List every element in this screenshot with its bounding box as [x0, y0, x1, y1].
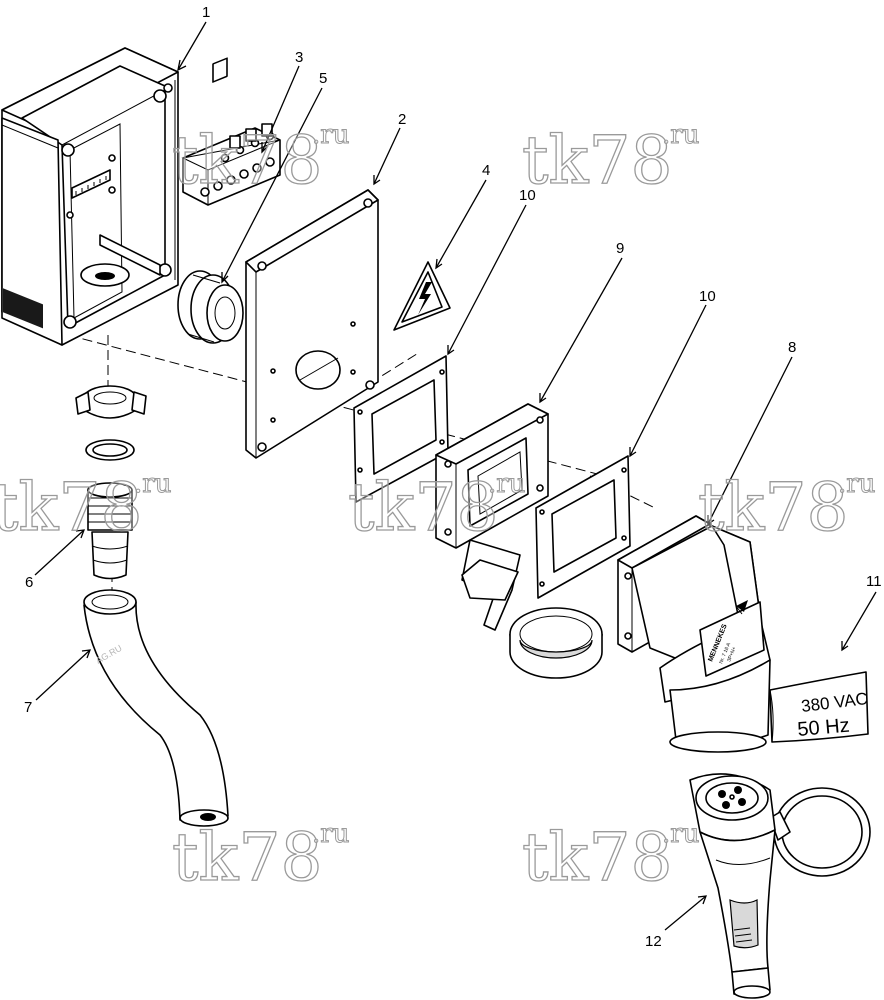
watermarks: tk78 .ru tk78 .ru tk78 .ru tk78 .ru tk78…	[0, 120, 876, 897]
leader-7-arrow	[81, 649, 91, 659]
watermark-6: tk78	[172, 819, 323, 896]
watermark-5: tk78	[698, 469, 849, 546]
leader-12-arrow	[697, 895, 707, 905]
leader-8-arrow	[707, 515, 715, 526]
leader-10-lower-arrow	[629, 447, 637, 458]
callout-3: 3	[295, 49, 303, 66]
leader-2-arrow	[373, 175, 381, 186]
cable-grommet	[177, 270, 244, 344]
terminal-block	[181, 57, 281, 206]
socket-flange	[435, 403, 603, 679]
leader-9	[539, 257, 623, 403]
callout-4: 4	[482, 162, 490, 179]
callout-numbers: 1 2 3 4 5 6 7 8 9 10 10 11 12	[24, 4, 882, 950]
callout-11: 11	[866, 573, 882, 590]
leader-5	[221, 87, 323, 283]
watermark-4-suffix: .ru	[488, 469, 525, 499]
callout-2: 2	[398, 111, 406, 128]
leader-4	[435, 179, 487, 269]
high-voltage-warning-sign	[393, 261, 451, 331]
leader-3	[261, 65, 300, 153]
callout-9: 9	[616, 240, 624, 257]
frequency-rating-text: 50 Hz	[797, 715, 851, 741]
callout-1: 1	[202, 4, 210, 21]
watermark-3-suffix: .ru	[134, 469, 171, 499]
leader-10-upper-arrow	[447, 345, 455, 356]
callout-10-upper: 10	[519, 187, 536, 204]
plug-connector	[689, 773, 871, 999]
leader-8	[707, 356, 793, 525]
panel-socket: MENNEKES Nr. 7 16 A 3P+N+	[617, 515, 771, 753]
leader-11-arrow	[841, 641, 849, 652]
leader-6-arrow	[75, 529, 85, 539]
callout-10-lower: 10	[699, 288, 716, 305]
leader-3-arrow	[261, 142, 269, 154]
leader-lines	[34, 21, 877, 931]
assembly-axis-main	[67, 334, 621, 481]
watermark-7: tk78	[522, 819, 673, 896]
watermark-6-suffix: .ru	[312, 819, 349, 849]
plug-rating-line-2: 3P+N+	[726, 646, 737, 663]
leader-10-upper	[447, 204, 527, 355]
leader-5-arrow	[221, 272, 229, 284]
callout-6: 6	[25, 574, 33, 591]
leader-1-arrow	[177, 59, 187, 72]
enclosure-box	[1, 47, 179, 346]
watermark-5-suffix: .ru	[838, 469, 875, 499]
leader-2	[373, 127, 401, 185]
watermark-1-suffix: .ru	[312, 120, 349, 150]
callout-8: 8	[788, 339, 796, 356]
watermark-1: tk78	[172, 122, 323, 199]
mounting-plate	[245, 189, 379, 459]
watermark-7-suffix: .ru	[662, 819, 699, 849]
callout-7: 7	[24, 699, 32, 716]
leader-12	[664, 895, 707, 931]
leader-4-arrow	[435, 258, 443, 270]
watermark-2: tk78	[522, 122, 673, 199]
leader-11	[841, 591, 877, 651]
leader-9-arrow	[539, 393, 547, 404]
watermark-2-suffix: .ru	[662, 120, 699, 150]
gasket-lower	[535, 455, 631, 599]
watermark-4: tk78	[348, 469, 499, 546]
voltage-label-band: 380 VAC 50 Hz	[769, 671, 869, 743]
leader-6	[34, 529, 85, 576]
callout-12: 12	[645, 933, 662, 950]
flexible-conduit-hose	[83, 589, 229, 827]
leader-7	[35, 649, 91, 701]
hose-fitting-assembly	[75, 385, 147, 580]
leader-10-lower	[629, 304, 707, 457]
callout-5: 5	[319, 70, 327, 87]
watermark-3: tk78	[0, 469, 143, 546]
leader-1	[177, 21, 207, 71]
